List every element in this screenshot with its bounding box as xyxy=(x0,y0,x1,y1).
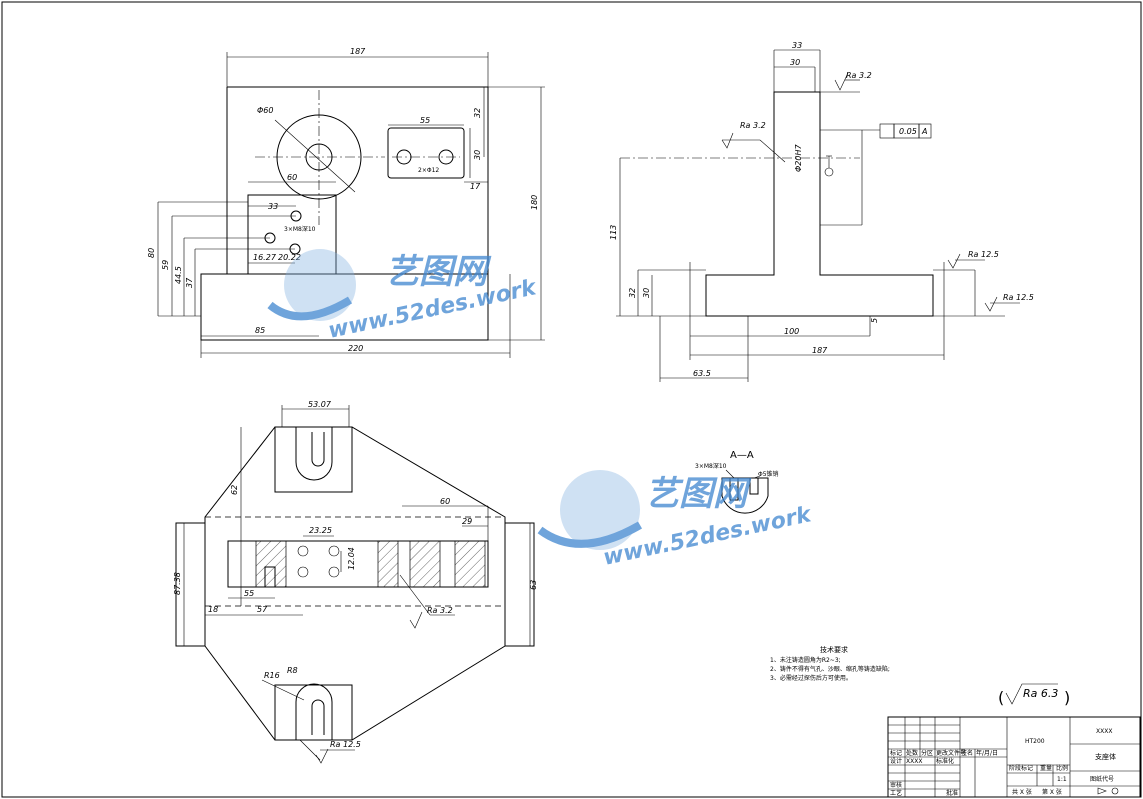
section-note-left: 3×M8深10 xyxy=(695,462,727,470)
material: HT200 xyxy=(1025,738,1045,745)
dim-30-side: 30 xyxy=(790,58,800,67)
dim-60-top: 60 xyxy=(440,497,450,506)
row-label-design: 设计 xyxy=(890,757,902,765)
dim-2xphi12: 2×Φ12 xyxy=(418,167,439,174)
front-view xyxy=(157,52,545,358)
designer: XXXX xyxy=(906,758,922,765)
dim-220: 220 xyxy=(348,344,363,353)
datum-a: A xyxy=(921,127,927,136)
dim-32-side: 32 xyxy=(628,288,637,298)
watermark-brand-1: 艺图网 xyxy=(385,252,492,292)
dim-phi20h7: Φ20H7 xyxy=(794,144,803,172)
dim-63-5: 63.5 xyxy=(693,369,711,378)
company: XXXX xyxy=(1096,728,1112,735)
ra-12-5-top-view: Ra 12.5 xyxy=(330,740,361,749)
ra-12-5-lower: Ra 12.5 xyxy=(1003,293,1034,302)
tech-req-item-2: 2、铸件不得有气孔、沙眼、缩孔等铸造缺陷; xyxy=(770,665,890,673)
dim-29: 29 xyxy=(462,517,472,526)
header-date: 年/月/日 xyxy=(976,749,998,757)
general-roughness: ( Ra 6.3 ) xyxy=(998,683,1070,707)
dim-r16: R16 xyxy=(264,671,280,680)
dim-20-22: 20.22 xyxy=(278,253,301,262)
section-note-right: Φ5锥销 xyxy=(758,470,779,478)
dim-30-front: 30 xyxy=(473,150,482,160)
ra-3-2-top: Ra 3.2 xyxy=(846,71,872,80)
dim-17: 17 xyxy=(470,182,481,191)
dim-32-front: 32 xyxy=(473,108,482,118)
dim-57: 57 xyxy=(257,605,268,614)
dim-62: 62 xyxy=(230,485,239,495)
svg-text:(: ( xyxy=(998,688,1004,707)
header-zone: 分区 xyxy=(921,749,933,757)
watermark-2: 艺图网 www.52des.work xyxy=(537,470,815,571)
dim-12-04: 12.04 xyxy=(347,547,356,570)
dim-55-front: 55 xyxy=(420,116,430,125)
part-name: 支座体 xyxy=(1095,752,1116,761)
dim-23-25: 23.25 xyxy=(309,526,332,535)
standardize: 标准化 xyxy=(936,757,954,765)
tech-req-title: 技术要求 xyxy=(820,645,848,654)
header-sign: 签名 xyxy=(961,749,973,757)
dim-phi60: Φ60 xyxy=(257,106,273,115)
dim-37: 37 xyxy=(185,277,194,288)
dim-44-5: 44.5 xyxy=(174,266,183,284)
ra-3-2-left: Ra 3.2 xyxy=(740,121,766,130)
section-a-a xyxy=(721,469,769,514)
dim-187-side: 187 xyxy=(812,346,828,355)
title-block xyxy=(887,716,1141,798)
ra-12-5-right: Ra 12.5 xyxy=(968,250,999,259)
dim-63: 63 xyxy=(529,580,538,590)
dim-85: 85 xyxy=(255,326,265,335)
dim-55-top: 55 xyxy=(244,589,254,598)
dim-59: 59 xyxy=(161,260,170,270)
dim-100: 100 xyxy=(784,327,799,336)
section-label: A—A xyxy=(730,450,754,461)
dim-60-front: 60 xyxy=(287,173,297,182)
dim-5: 5 xyxy=(870,318,879,323)
row-label-approve: 批准 xyxy=(946,789,958,797)
tolerance-value: 0.05 xyxy=(899,127,917,136)
drawing-number: 图纸代号 xyxy=(1090,775,1114,783)
row-label-review: 审核 xyxy=(890,781,902,789)
dim-33-side: 33 xyxy=(792,41,802,50)
side-view xyxy=(616,49,1020,382)
tech-req-item-3: 3、必需经过探伤后方可使用。 xyxy=(770,674,852,682)
dim-180: 180 xyxy=(530,195,539,210)
watermark-1: 艺图网 www.52des.work xyxy=(267,249,540,344)
sheets-total: 共 X 张 xyxy=(1012,788,1032,796)
dim-16-27: 16.27 xyxy=(253,253,277,262)
tech-req-item-1: 1、未注铸造圆角为R2~3; xyxy=(770,656,841,664)
header-change-doc: 更改文件号 xyxy=(936,749,966,757)
dim-53-07: 53.07 xyxy=(308,400,332,409)
dim-80: 80 xyxy=(147,248,156,258)
ra-3-2-top-view: Ra 3.2 xyxy=(427,606,453,615)
dim-18: 18 xyxy=(208,605,218,614)
dim-r8: R8 xyxy=(287,666,298,675)
weight-label: 重量 xyxy=(1040,764,1052,772)
dim-33-front: 33 xyxy=(268,202,278,211)
watermark-brand-2: 艺图网 xyxy=(645,474,752,514)
stage-mark: 阶段标记 xyxy=(1009,764,1033,772)
svg-text:): ) xyxy=(1064,688,1070,707)
sheet-number: 第 X 张 xyxy=(1042,788,1062,796)
top-view xyxy=(175,405,535,764)
dim-30-side-h: 30 xyxy=(642,288,651,298)
dim-187-front: 187 xyxy=(350,47,366,56)
row-label-mark: 标记 xyxy=(890,749,902,757)
row-label-count: 处数 xyxy=(906,749,918,757)
row-label-process: 工艺 xyxy=(890,789,902,797)
dim-3xm8: 3×M8深10 xyxy=(284,225,316,233)
dim-113: 113 xyxy=(609,225,618,240)
dim-87-38: 87.38 xyxy=(173,572,182,595)
general-roughness-value: Ra 6.3 xyxy=(1023,687,1058,700)
scale-label: 比例 xyxy=(1056,764,1068,772)
scale-value: 1:1 xyxy=(1057,776,1067,783)
